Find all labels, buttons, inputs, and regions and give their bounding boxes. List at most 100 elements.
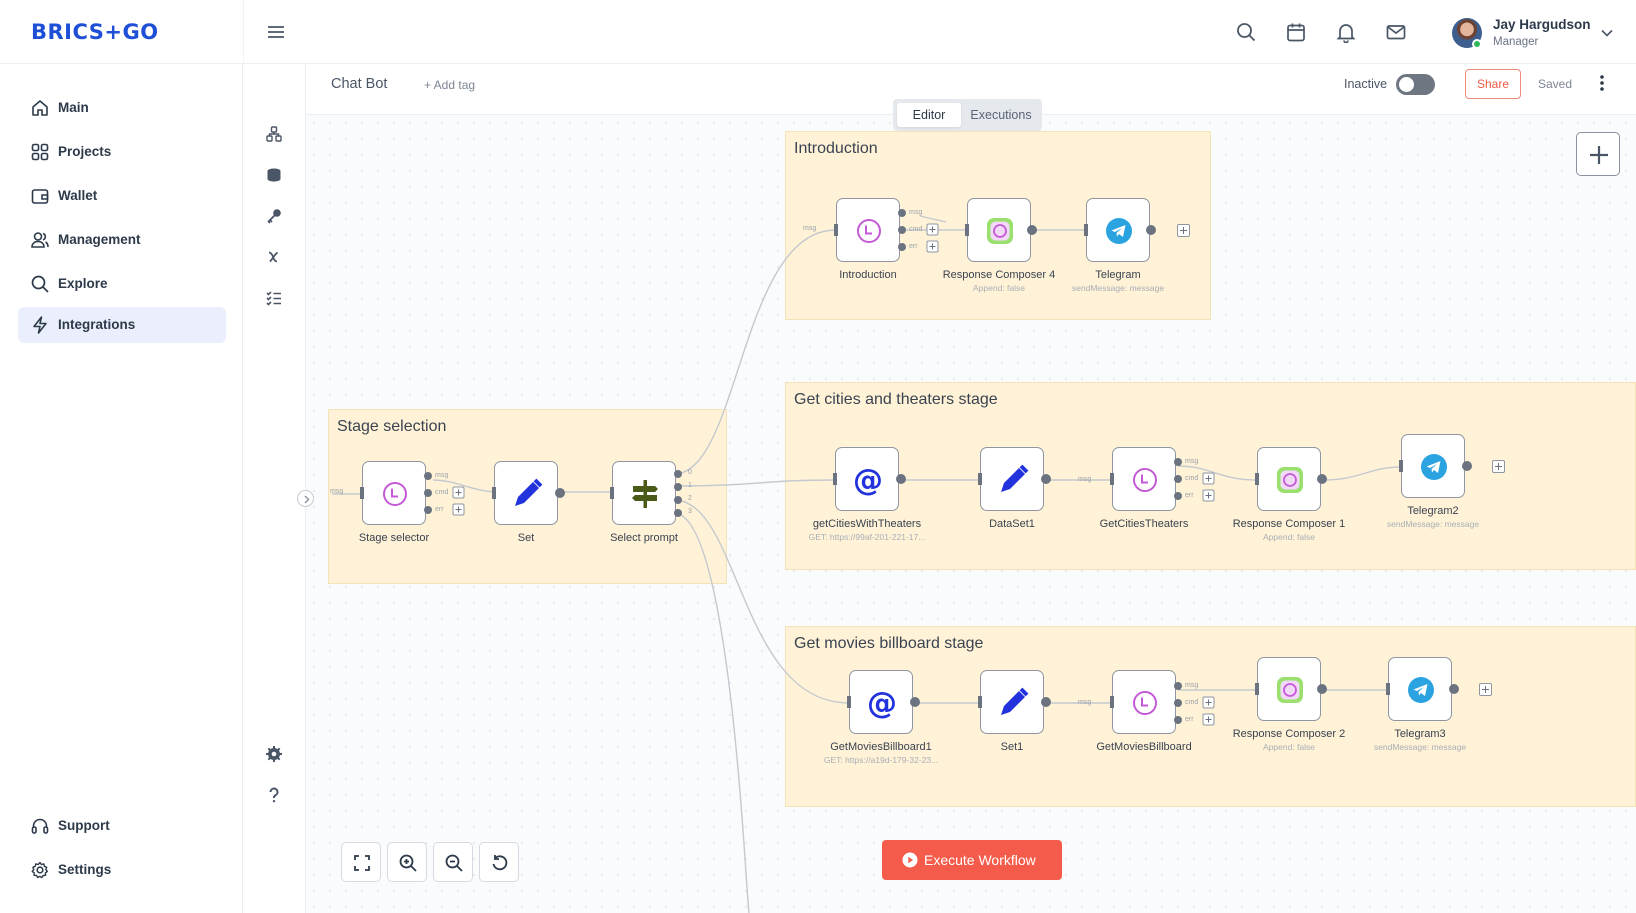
pencil-icon bbox=[1001, 464, 1029, 492]
add-node-after-button[interactable] bbox=[1492, 460, 1505, 473]
port-label: msg bbox=[1185, 682, 1199, 689]
port-label: msg bbox=[330, 488, 344, 495]
headset-icon bbox=[31, 818, 49, 834]
chevron-down-icon[interactable] bbox=[1600, 26, 1614, 40]
sidebar-item-explore[interactable]: Explore bbox=[18, 266, 226, 302]
add-node-after-button[interactable] bbox=[1177, 224, 1190, 237]
database-icon[interactable] bbox=[265, 166, 283, 184]
sidebar-item-projects[interactable]: Projects bbox=[18, 134, 226, 170]
home-icon bbox=[32, 100, 48, 116]
sidebar-item-support[interactable]: Support bbox=[18, 808, 226, 844]
node-label: Telegram bbox=[1095, 269, 1141, 281]
node-select-prompt[interactable] bbox=[612, 461, 676, 525]
node-label: DataSet1 bbox=[989, 518, 1035, 530]
node-get-movies-billboard1[interactable]: @ bbox=[849, 670, 913, 734]
node-get-cities-theaters[interactable] bbox=[1112, 447, 1176, 511]
workflow-name[interactable]: Chat Bot bbox=[331, 76, 388, 92]
node-response-composer-2[interactable] bbox=[1257, 657, 1321, 721]
zoom-out-icon bbox=[445, 854, 463, 872]
calendar-icon[interactable] bbox=[1285, 21, 1307, 43]
sidebar: Main Projects Wallet Management Explore … bbox=[0, 64, 243, 913]
top-header bbox=[0, 0, 1636, 64]
chatbot-icon bbox=[1133, 691, 1157, 715]
sidebar-item-management[interactable]: Management bbox=[18, 222, 226, 258]
sidebar-item-integrations[interactable]: Integrations bbox=[18, 307, 226, 343]
zoom-out-button[interactable] bbox=[433, 842, 473, 882]
sidebar-item-main[interactable]: Main bbox=[18, 90, 226, 126]
users-icon bbox=[31, 232, 49, 248]
port-label: cmd bbox=[1185, 699, 1199, 706]
add-tag-link[interactable]: + Add tag bbox=[424, 78, 476, 92]
add-node-after-button[interactable] bbox=[1479, 683, 1492, 696]
key-icon[interactable] bbox=[265, 207, 283, 225]
response-composer-icon bbox=[1277, 677, 1303, 703]
help-icon[interactable] bbox=[265, 786, 283, 804]
mail-icon[interactable] bbox=[1385, 21, 1407, 43]
port-label: 2 bbox=[688, 495, 692, 502]
sidebar-item-label: Support bbox=[58, 818, 110, 833]
fit-view-button[interactable] bbox=[341, 842, 381, 882]
gear-icon bbox=[31, 861, 49, 879]
node-subtitle: sendMessage: message bbox=[1071, 283, 1165, 293]
node-subtitle: Append: false bbox=[973, 283, 1025, 293]
gear-icon[interactable] bbox=[265, 745, 283, 763]
zoom-in-button[interactable] bbox=[387, 842, 427, 882]
port-label: err bbox=[435, 506, 444, 513]
node-label: Response Composer 1 bbox=[1232, 518, 1346, 530]
pencil-icon bbox=[1001, 687, 1029, 715]
saved-status: Saved bbox=[1538, 77, 1573, 91]
node-label: Set bbox=[517, 532, 535, 544]
port-label: msg bbox=[1185, 458, 1199, 465]
port-label: cmd bbox=[1185, 475, 1199, 482]
user-name: Jay Hargudson bbox=[1493, 17, 1591, 32]
execute-workflow-button[interactable]: Execute Workflow bbox=[882, 840, 1062, 880]
signpost-icon bbox=[632, 480, 658, 508]
telegram-icon bbox=[1408, 677, 1434, 703]
node-telegram2[interactable] bbox=[1401, 434, 1465, 498]
variable-icon[interactable] bbox=[265, 248, 283, 266]
port-label: 0 bbox=[688, 469, 692, 476]
sidebar-item-settings[interactable]: Settings bbox=[18, 852, 226, 888]
node-introduction[interactable] bbox=[836, 198, 900, 262]
port-label: err bbox=[909, 243, 918, 250]
port-label: msg bbox=[1078, 699, 1092, 706]
nodes-icon[interactable] bbox=[265, 125, 283, 143]
avatar bbox=[1452, 18, 1482, 49]
port-label: cmd bbox=[909, 226, 923, 233]
bell-icon[interactable] bbox=[1335, 21, 1357, 43]
node-response-composer-1[interactable] bbox=[1257, 447, 1321, 511]
sidebar-item-wallet[interactable]: Wallet bbox=[18, 178, 226, 214]
active-toggle[interactable] bbox=[1396, 74, 1435, 95]
port-label: err bbox=[1185, 716, 1194, 723]
node-stage-selector[interactable] bbox=[362, 461, 426, 525]
port-label: err bbox=[1185, 492, 1194, 499]
menu-icon[interactable] bbox=[266, 22, 286, 42]
tab-editor[interactable]: Editor bbox=[897, 103, 961, 127]
port-label: msg bbox=[909, 209, 923, 216]
expand-panel-button[interactable] bbox=[297, 490, 314, 507]
more-options-icon[interactable] bbox=[1596, 73, 1608, 93]
node-label: Select prompt bbox=[610, 532, 678, 544]
tab-executions[interactable]: Executions bbox=[970, 108, 1032, 122]
search-icon bbox=[31, 275, 49, 293]
reset-zoom-button[interactable] bbox=[479, 842, 519, 882]
node-subtitle: sendMessage: message bbox=[1386, 519, 1480, 529]
execute-workflow-label: Execute Workflow bbox=[924, 852, 1036, 868]
user-role: Manager bbox=[1493, 36, 1539, 48]
share-button[interactable]: Share bbox=[1465, 69, 1521, 99]
checklist-icon[interactable] bbox=[265, 289, 283, 307]
add-node-button[interactable] bbox=[1576, 132, 1620, 176]
user-menu[interactable]: Jay Hargudson Manager bbox=[1452, 14, 1622, 52]
telegram-icon bbox=[1421, 454, 1447, 480]
fullscreen-icon bbox=[354, 855, 370, 871]
app-logo[interactable]: BRICS+GO bbox=[31, 20, 159, 44]
telegram-icon bbox=[1106, 218, 1132, 244]
online-status-dot bbox=[1472, 39, 1482, 49]
chevron-right-icon bbox=[304, 495, 310, 504]
port-label: cmd bbox=[435, 489, 449, 496]
undo-icon bbox=[492, 855, 508, 871]
search-icon[interactable] bbox=[1235, 21, 1257, 43]
port-label: 3 bbox=[688, 508, 692, 515]
node-telegram[interactable] bbox=[1086, 198, 1150, 262]
